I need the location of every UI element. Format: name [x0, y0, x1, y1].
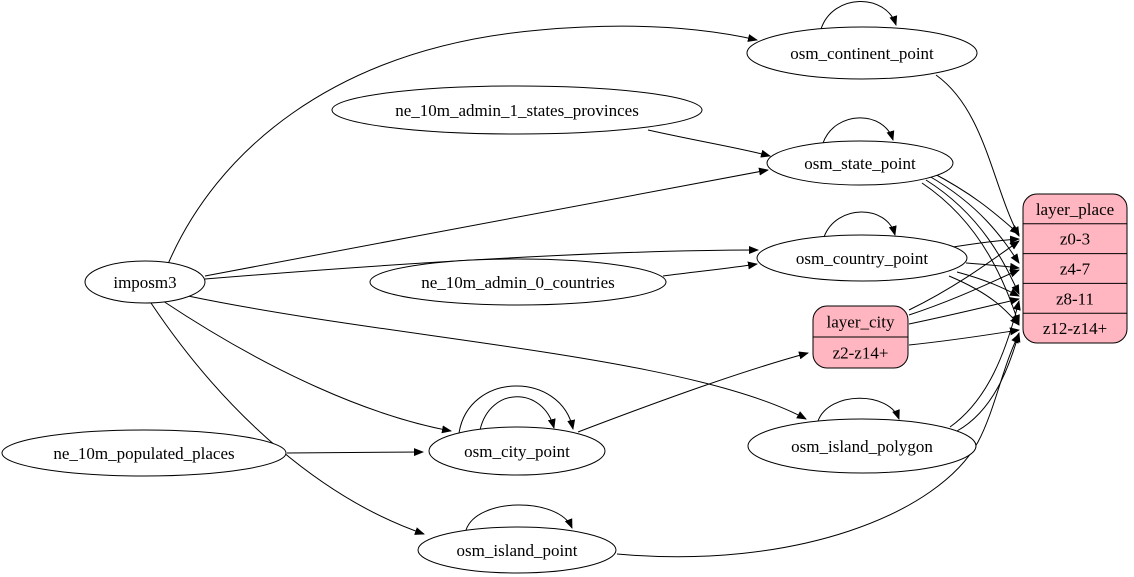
node-shape-imposm3 [84, 260, 206, 304]
edge-layer_city:z2-z14+-to-layer_place:z8-11 [908, 297, 1020, 325]
node-label: osm_island_polygon [791, 437, 933, 456]
node-label: osm_state_point [804, 154, 916, 173]
edge-imposm3-to-osm_city_point [162, 300, 452, 434]
node-shape-osm_state_point [766, 140, 954, 186]
edge-osm_state_point-to-osm_state_point [822, 117, 895, 144]
edge-layer_city:z2-z14+-to-layer_place:z12-z14+ [908, 327, 1020, 346]
node-shape-osm_continent_point [746, 26, 978, 80]
edge-osm_state_point-to-layer_place:z0-3 [930, 171, 1020, 235]
node-imposm3: imposm3 [84, 260, 206, 304]
node-osm_country_point: osm_country_point [756, 234, 968, 282]
edge-osm_city_point-to-osm_city_point [479, 396, 556, 431]
node-osm_continent_point: osm_continent_point [746, 26, 978, 80]
edge-osm_city_point-to-layer_city:z2-z14+ [577, 351, 809, 433]
edge-osm_island_point-to-osm_island_point [465, 504, 573, 531]
node-label: osm_country_point [796, 249, 928, 268]
record-row-label: z8-11 [1056, 289, 1094, 308]
edge-osm_island_polygon-to-layer_place:z8-11 [949, 300, 1021, 428]
node-ne_10m_populated_places: ne_10m_populated_places [1, 429, 287, 477]
record-row-label: z4-7 [1060, 260, 1091, 279]
node-ne_10m_admin_1_states_provinces: ne_10m_admin_1_states_provinces [331, 85, 703, 135]
node-shape-ne_10m_admin_1_states_provinces [331, 85, 703, 135]
record-row-label: z0-3 [1060, 230, 1090, 249]
edge-osm_country_point-to-layer_place:z8-11 [956, 271, 1020, 297]
edge-osm_island_point-to-layer_place:z12-z14+ [616, 333, 1020, 558]
edge-osm_city_point-to-osm_city_point [458, 385, 576, 434]
node-osm_island_polygon: osm_island_polygon [747, 418, 977, 474]
edge-osm_country_point-to-layer_place:z12-z14+ [948, 275, 1020, 326]
node-ne_10m_admin_0_countries: ne_10m_admin_0_countries [369, 258, 667, 306]
node-osm_island_point: osm_island_point [417, 526, 617, 574]
node-shape-layer_place [1022, 193, 1128, 344]
node-shape-osm_island_polygon [747, 418, 977, 474]
edge-osm_island_polygon-to-osm_island_polygon [817, 397, 900, 422]
edge-osm_continent_point-to-layer_place:z0-3 [935, 74, 1020, 237]
edge-osm_state_point-to-layer_place:z4-7 [928, 175, 1020, 264]
record-row-label: z2-z14+ [833, 344, 889, 363]
node-osm_city_point: osm_city_point [428, 426, 606, 476]
edge-ne_10m_admin_1_states_provinces-to-osm_state_point [647, 129, 771, 158]
node-label: osm_island_point [457, 541, 578, 560]
node-shape-osm_island_point [417, 526, 617, 574]
edge-imposm3-to-osm_island_point [150, 302, 425, 535]
edge-osm_country_point-to-osm_country_point [823, 211, 897, 238]
edge-imposm3-to-osm_island_polygon [187, 295, 807, 420]
edge-osm_state_point-to-layer_place:z8-11 [925, 179, 1020, 295]
node-label: ne_10m_admin_1_states_provinces [395, 101, 639, 120]
edge-osm_continent_point-to-osm_continent_point [820, 1, 898, 30]
node-shape-ne_10m_admin_0_countries [369, 258, 667, 306]
edge-layer_city:z2-z14+-to-layer_place:z4-7 [908, 269, 1020, 316]
node-layer_place: layer_place z0-3 z4-7 z8-11 z12-z14+ [1022, 193, 1128, 344]
node-shape-osm_city_point [428, 426, 606, 476]
node-label: ne_10m_admin_0_countries [421, 273, 615, 292]
node-label: osm_city_point [464, 442, 570, 461]
edge-layer_city:z2-z14+-to-layer_place:z0-3 [908, 240, 1020, 311]
node-shape-ne_10m_populated_places [1, 429, 287, 477]
record-row-label: layer_place [1036, 200, 1114, 219]
node-osm_state_point: osm_state_point [766, 140, 954, 186]
edge-osm_island_polygon-to-layer_place:z12-z14+ [956, 332, 1021, 432]
record-row-label: layer_city [827, 313, 895, 332]
edge-osm_country_point-to-layer_place:z0-3 [952, 235, 1020, 248]
edge-osm_country_point-to-layer_place:z4-7 [965, 262, 1020, 271]
node-label: ne_10m_populated_places [53, 444, 234, 463]
node-layer_city: layer_city z2-z14+ [812, 305, 909, 369]
record-row-label: z12-z14+ [1043, 319, 1107, 338]
edge-imposm3-to-osm_country_point [204, 246, 759, 280]
node-shape-osm_country_point [756, 234, 968, 282]
edge-imposm3-to-osm_continent_point [167, 25, 758, 265]
edge-imposm3-to-osm_state_point [204, 167, 769, 277]
edge-ne_10m_populated_places-to-osm_city_point [286, 448, 424, 457]
edge-ne_10m_admin_0_countries-to-osm_country_point [662, 261, 758, 277]
node-label: imposm3 [113, 273, 176, 292]
node-label: osm_continent_point [790, 44, 934, 63]
